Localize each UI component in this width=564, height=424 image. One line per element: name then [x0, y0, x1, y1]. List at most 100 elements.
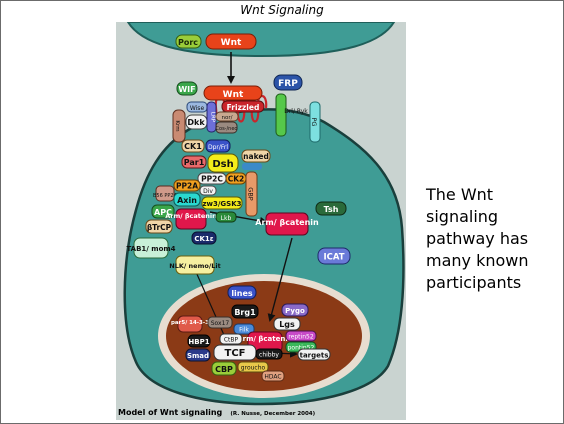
arm-free-label: Arm/ βcatenin	[255, 218, 319, 227]
pg-label: PG	[310, 118, 318, 127]
b56-label: B56 PP2A	[153, 193, 178, 199]
frizzled-label: Frizzled	[227, 103, 260, 112]
gbp-label: GBP	[247, 187, 255, 200]
nor-fr-label: nor/	[222, 115, 233, 121]
figure-credit-source: (R. Nusse, December 2004)	[230, 411, 315, 417]
reptin-node	[285, 330, 317, 342]
lrp-label: LRP	[210, 112, 216, 123]
wnt-bound-node	[203, 85, 263, 101]
porc-label: Porc	[178, 38, 198, 47]
btrcp-node	[145, 219, 173, 234]
filk-node	[233, 323, 255, 335]
cbp-node	[211, 361, 237, 376]
cos-neo-node	[215, 121, 238, 134]
naked-node	[241, 149, 271, 163]
lgs-node	[273, 317, 301, 331]
tsh-label: Tsh	[324, 205, 339, 214]
smad-node	[185, 348, 211, 362]
apc-label: APC	[154, 208, 172, 217]
targets-label: targets	[300, 352, 329, 360]
arrow-to-nucleus	[267, 237, 293, 322]
groucho-node	[237, 361, 269, 373]
slide-title: Wnt Signaling	[240, 3, 324, 17]
div-label: Div	[203, 188, 213, 195]
nlk-label: NLK/ nemo/Lit	[169, 262, 220, 270]
dpr-fr-node	[205, 139, 231, 153]
nor-fr-node	[215, 111, 239, 122]
ck1e-label: CK1ε	[194, 235, 213, 243]
reptin-label: reptin52	[288, 334, 313, 341]
gbp-node	[245, 171, 258, 217]
chibby-node	[255, 348, 283, 360]
tab1-label: TAB1/ mom4	[126, 245, 175, 253]
ck1-label: CK1	[184, 142, 202, 151]
par1-node	[181, 155, 207, 169]
tcf-label: TCF	[225, 348, 246, 359]
smad-label: Smad	[187, 352, 209, 360]
pontin-label: pontin52	[288, 345, 315, 352]
b56-node	[155, 185, 175, 202]
wnt-secreted-label: Wnt	[221, 38, 242, 48]
wnt-bound-label: Wnt	[223, 90, 244, 100]
pp2a-label: PP2A	[176, 182, 198, 191]
pp2a-node	[173, 179, 201, 192]
wif-label: WIF	[178, 85, 195, 94]
lines-node	[227, 285, 257, 300]
pygo-node	[281, 303, 309, 317]
pygo-label: Pygo	[285, 307, 305, 315]
cbp-label: CBP	[215, 365, 233, 374]
par1-label: Par1	[184, 158, 205, 167]
arm-nuc-label: Arm/ βcatenin	[237, 335, 293, 343]
cibp-node	[219, 333, 243, 345]
sox17-node	[207, 316, 233, 329]
tsh-node	[315, 201, 347, 216]
slide-caption: The Wnt signaling pathway has many known…	[426, 185, 529, 292]
wnt-secreted-node	[205, 33, 257, 50]
nlk-node	[175, 255, 215, 275]
pp2c-label: PP2C	[201, 175, 223, 184]
dpr-fr-label: Dpr/Frl	[208, 144, 228, 151]
ck1e-node	[191, 231, 217, 245]
arrow-nlk-to-tcf	[195, 271, 230, 346]
wnt-pathway-figure: Porc Wnt WIF Wnt FRP Frizzled Wise Krm D…	[116, 21, 406, 420]
icat-label: ICAT	[323, 253, 344, 263]
arm-cyto-node	[175, 208, 207, 230]
apc-node	[151, 204, 175, 219]
brg1-node	[231, 304, 259, 319]
arm-free-node	[265, 212, 309, 236]
zw3-node	[201, 196, 243, 210]
tab1-node	[133, 237, 169, 259]
hdac-node	[261, 370, 285, 382]
chibby-label: chibby	[259, 352, 279, 359]
figure-credit-title: Model of Wnt signaling	[118, 408, 223, 417]
lines-label: lines	[231, 289, 253, 298]
lkb-node	[215, 211, 237, 223]
dsh-node	[207, 153, 239, 173]
filk-label: Filk	[239, 327, 249, 334]
porc-node	[175, 34, 202, 49]
icat-node	[317, 247, 351, 265]
drl-ryk-label: Drl/ Ryk	[284, 108, 308, 115]
dkk-label: Dkk	[187, 118, 205, 127]
frp-label: FRP	[278, 79, 298, 89]
frizzled-node	[221, 100, 265, 113]
hbp1-node	[187, 334, 211, 348]
hbp1-label: HBP1	[188, 338, 209, 346]
figure-credit: Model of Wnt signaling (R. Nusse, Decemb…	[118, 400, 316, 419]
arm-cyto-label: Arm/ βcatenin	[165, 212, 217, 220]
lgs-label: Lgs	[279, 320, 295, 329]
wise-label: Wise	[190, 105, 205, 112]
groucho-label: groucho	[241, 365, 266, 372]
cos-neo-label: Cos-/neo	[216, 126, 238, 132]
ck1-node	[181, 139, 205, 153]
par5-node	[177, 315, 203, 333]
krm-node	[172, 109, 186, 143]
zw3-label: zw3/GSK3	[202, 200, 241, 208]
par5-label: par5/ 14-3-3	[171, 320, 209, 326]
sox17-label: Sox17	[211, 320, 230, 327]
naked-label: naked	[243, 152, 269, 161]
hdac-label: HDAC	[264, 374, 281, 381]
btrcp-label: βTrCP	[147, 223, 172, 232]
lkb-label: Lkb	[221, 215, 232, 222]
div-node	[199, 185, 217, 196]
